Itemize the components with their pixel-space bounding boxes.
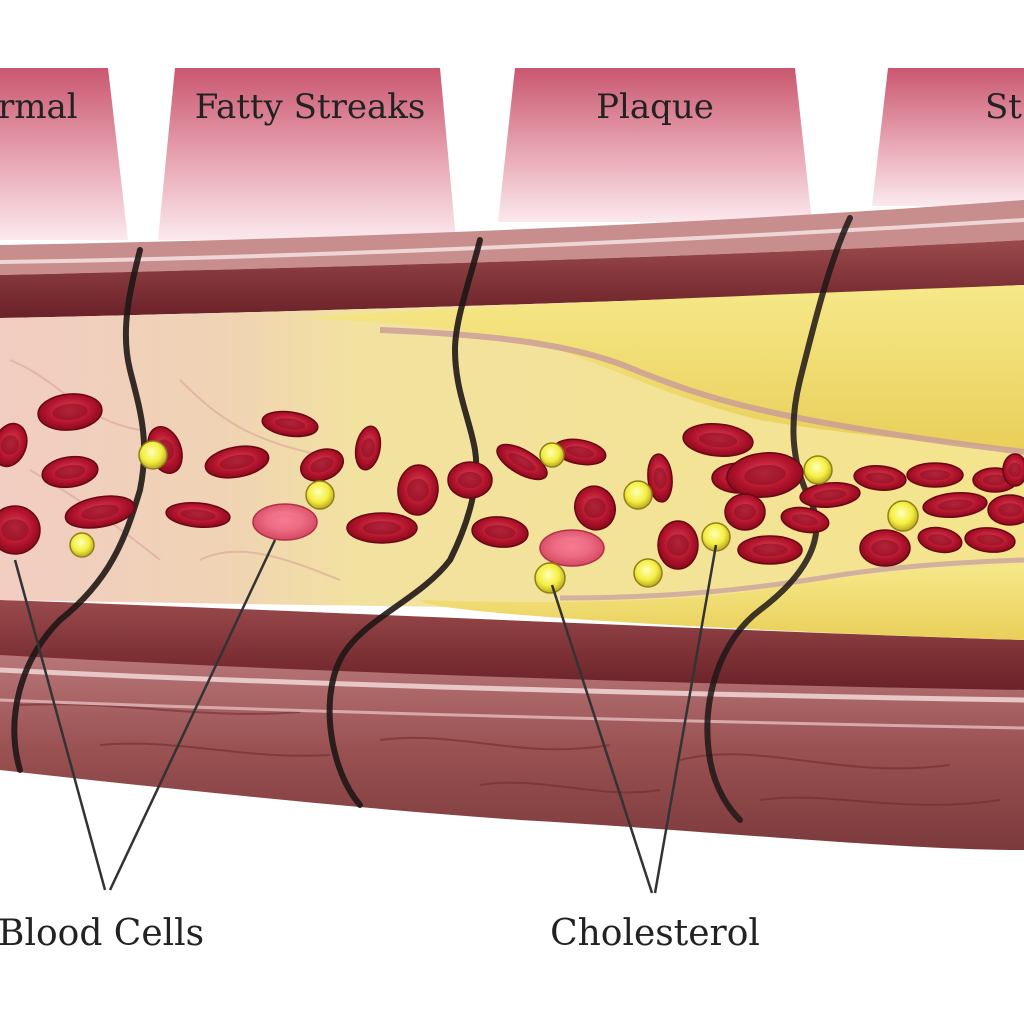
red-blood-cell <box>471 516 529 548</box>
red-blood-cell <box>539 529 605 567</box>
red-blood-cell <box>0 505 41 555</box>
cholesterol-particle <box>138 440 168 470</box>
blood-cells-pointer-right <box>108 539 277 891</box>
cholesterol-particle <box>623 480 653 510</box>
red-blood-cell <box>299 448 345 482</box>
red-blood-cell <box>859 529 911 567</box>
stage-tab-normal: rmal <box>0 68 128 240</box>
stage-tab-stenosis: St <box>872 68 1024 206</box>
red-blood-cell <box>1002 453 1024 487</box>
red-blood-cell <box>397 464 439 516</box>
stage-label-normal: rmal <box>0 87 78 127</box>
stage-label-fatty-streaks: Fatty Streaks <box>195 87 426 127</box>
stage-label-stenosis: St <box>985 87 1022 127</box>
stage-tab-fatty-streaks: Fatty Streaks <box>158 68 456 240</box>
red-blood-cell <box>780 506 830 534</box>
red-blood-cell <box>0 422 28 468</box>
cholesterol-particle <box>534 562 566 594</box>
red-blood-cell <box>917 526 963 554</box>
blood-cells-pointer-left <box>13 559 107 891</box>
red-blood-cell <box>906 462 964 488</box>
red-blood-cell <box>553 438 607 466</box>
red-blood-cell <box>447 461 493 499</box>
cholesterol-particle <box>887 500 919 532</box>
cholesterol-particle <box>305 480 335 510</box>
red-blood-cell <box>261 410 319 438</box>
red-blood-cell <box>726 452 804 498</box>
red-blood-cell <box>987 494 1024 526</box>
blood-cells-group <box>0 393 1024 594</box>
red-blood-cell <box>647 453 673 503</box>
red-blood-cell <box>574 485 616 531</box>
red-blood-cell <box>799 482 861 508</box>
red-blood-cell <box>657 520 699 570</box>
red-blood-cell <box>41 455 99 489</box>
red-blood-cell <box>204 445 270 479</box>
red-blood-cell <box>922 491 988 519</box>
cholesterol-label: Cholesterol <box>550 913 760 954</box>
red-blood-cell <box>724 493 766 531</box>
cholesterol-particle <box>539 442 565 468</box>
red-blood-cell <box>354 425 382 471</box>
red-blood-cell <box>964 527 1016 553</box>
red-blood-cell <box>252 503 318 541</box>
red-blood-cell <box>853 465 907 491</box>
stage-label-plaque: Plaque <box>596 87 714 127</box>
blood-cells-label: Blood Cells <box>0 913 204 954</box>
red-blood-cell <box>165 501 231 529</box>
cholesterol-pointer-right <box>653 544 718 894</box>
cholesterol-particle <box>69 532 95 558</box>
red-blood-cell <box>496 443 548 481</box>
stage-tab-plaque: Plaque <box>498 68 812 222</box>
red-blood-cell <box>64 495 136 529</box>
cholesterol-particle <box>803 455 833 485</box>
red-blood-cell <box>346 512 418 544</box>
red-blood-cell <box>37 393 103 431</box>
red-blood-cell <box>737 535 803 565</box>
red-blood-cell <box>682 423 754 457</box>
cholesterol-pointer-left <box>550 584 654 894</box>
callout-lines <box>13 539 718 894</box>
cholesterol-particle <box>633 558 663 588</box>
